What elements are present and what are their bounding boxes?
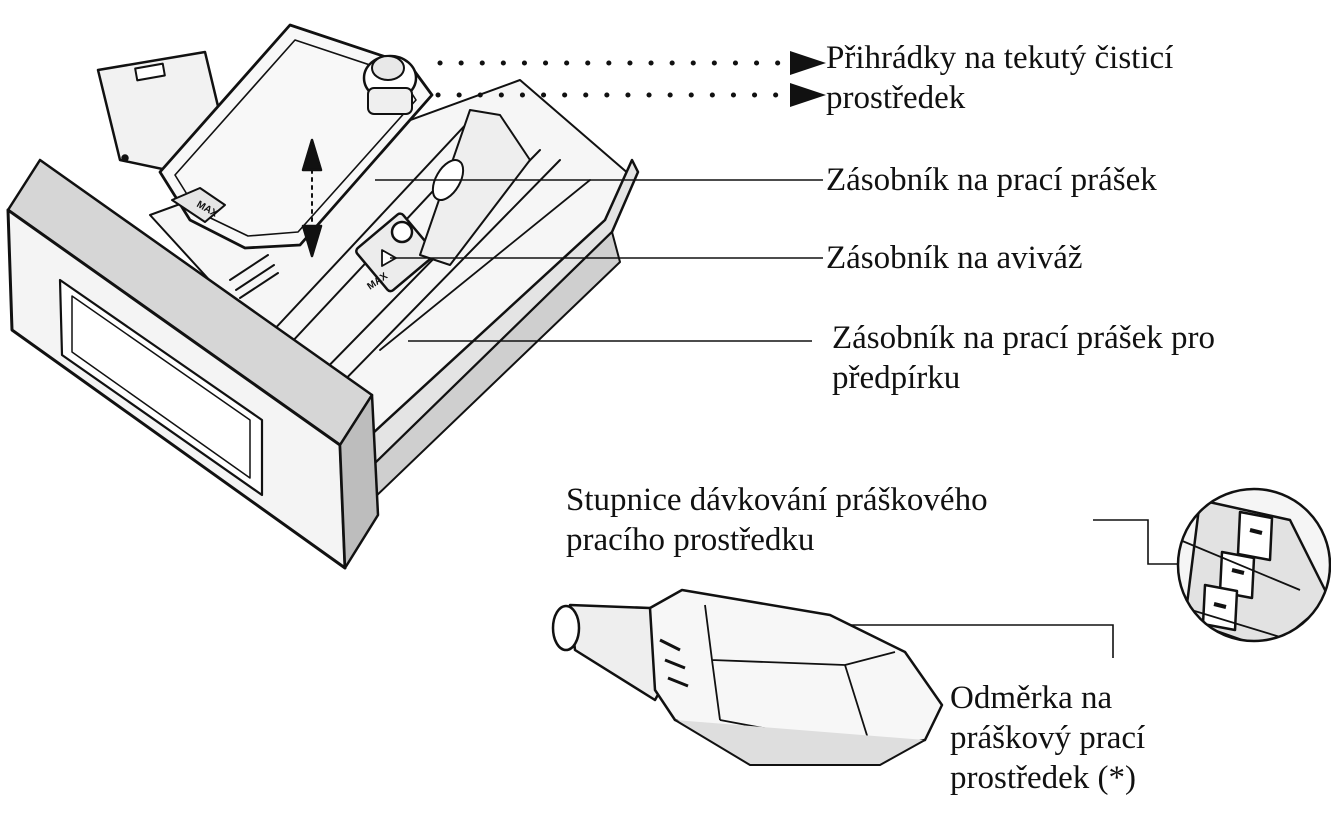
label-scoop-line1: Odměrka na (950, 680, 1113, 716)
label-prewash: Zásobník na prací prášek pro předpírku (832, 318, 1215, 398)
zoom-circle-outline (1176, 487, 1331, 643)
label-prewash-line1: Zásobník na prací prášek pro (832, 320, 1216, 356)
label-main-wash-text: Zásobník na prací prášek (826, 162, 1157, 198)
softener-cap (355, 212, 436, 293)
label-scoop-line3: prostředek (*) (950, 760, 1137, 796)
liquid-container-cap-base (367, 87, 413, 115)
measuring-scoop (551, 588, 944, 766)
label-liquid-compartments-line1: Přihrádky na tekutý čisticí (826, 40, 1174, 76)
main-wash-insert (419, 109, 531, 266)
zoom-detail (1178, 498, 1330, 641)
softener-cap-knob (390, 220, 414, 244)
label-softener: Zásobník na aviváž (826, 238, 1083, 278)
label-main-wash: Zásobník na prací prášek (826, 160, 1157, 200)
lift-arrow-down (301, 224, 323, 258)
softener-arrow-mark (381, 249, 397, 267)
drawer-flap-tab (134, 62, 166, 82)
label-dosing-scale-line2: pracího prostředku (566, 522, 815, 558)
label-scoop-line2: práškový prací (950, 720, 1146, 756)
scoop-scale-marks (659, 638, 689, 688)
label-prewash-line2: předpírku (832, 360, 961, 396)
scoop-handle-tip (551, 604, 581, 652)
scoop-base (674, 719, 926, 766)
label-liquid-compartments: Přihrádky na tekutý čisticí prostředek (826, 38, 1173, 118)
scoop-body-edge (704, 604, 896, 749)
liquid-container-cap-top (371, 55, 405, 81)
label-dosing-scale-line1: Stupnice dávkování práškového (566, 482, 988, 518)
leader-liquid-2-arrow (790, 83, 826, 107)
drawer-front-side (338, 393, 380, 570)
detergent-drawer: MAX MAX (6, 23, 640, 570)
label-scoop: Odměrka na práškový prací prostředek (*) (950, 678, 1145, 798)
drawer-ribs (229, 254, 279, 299)
leader-liquid-1-arrow (790, 51, 826, 75)
label-liquid-compartments-line2: prostředek (826, 80, 966, 116)
label-dosing-scale: Stupnice dávkování práškového pracího pr… (566, 480, 988, 560)
label-softener-text: Zásobník na aviváž (826, 240, 1083, 276)
liquid-container-handle (171, 187, 226, 223)
zoom-step-1 (1236, 510, 1274, 562)
lift-arrow-up (301, 138, 323, 172)
zoom-scale-ticks (1213, 528, 1263, 609)
drawer-flap-dot (121, 154, 129, 162)
drawer-divider-3 (379, 179, 591, 351)
dosing-scale-zoom (1176, 487, 1331, 643)
drawer-handle-recess (58, 278, 264, 497)
zoom-step-2 (1218, 550, 1256, 600)
drawer-handle-recess-inner (71, 295, 251, 479)
